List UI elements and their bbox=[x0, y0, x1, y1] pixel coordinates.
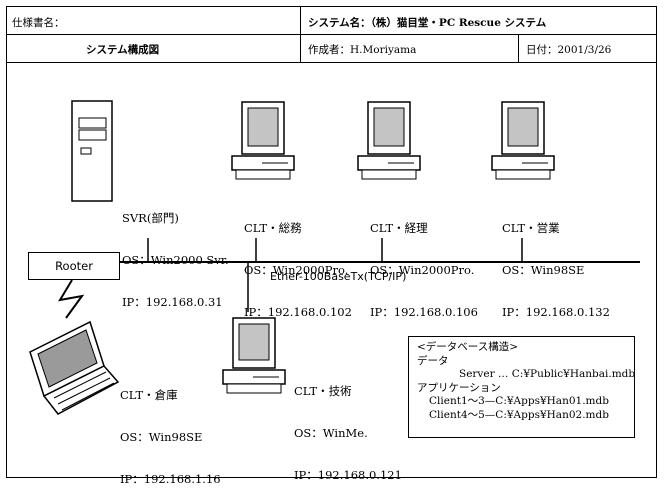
server-tower-icon bbox=[71, 100, 113, 202]
keiri-name: CLT・経理 bbox=[370, 221, 428, 235]
somu-label: CLT・総務 OS：Win2000Pro. IP：192.168.0.102 bbox=[244, 193, 352, 333]
db-data-heading: データ bbox=[417, 354, 449, 367]
eigyo-label: CLT・営業 OS：Win98SE IP：192.168.0.132 bbox=[502, 193, 610, 333]
keiri-label: CLT・経理 OS：Win2000Pro. IP：192.168.0.106 bbox=[370, 193, 478, 333]
database-structure-box: <データベース構造> データ Server … C:¥Public¥Hanbai… bbox=[408, 336, 635, 438]
souko-ip: IP：192.168.1.16 bbox=[120, 472, 221, 486]
backbone-label: Ether-100BaseTx(TCP/IP) bbox=[270, 270, 407, 283]
server-label: SVR(部門) OS：Win2000 Svr. IP：192.168.0.31 bbox=[122, 183, 229, 323]
gijutsu-label: CLT・技術 OS：WinMe. IP：192.168.0.121 bbox=[294, 356, 402, 496]
souko-os: OS：Win98SE bbox=[120, 430, 203, 444]
header-date-divider bbox=[518, 34, 519, 62]
server-ip: IP：192.168.0.31 bbox=[122, 295, 223, 309]
desktop-pc-icon-eigyo bbox=[491, 101, 555, 180]
db-server-path: Server … C:¥Public¥Hanbai.mdb bbox=[459, 368, 636, 380]
author-field: 作成者：H.Moriyama bbox=[308, 44, 417, 56]
laptop-pc-icon-souko bbox=[29, 320, 120, 415]
desktop-pc-icon-somu bbox=[231, 101, 295, 180]
router-box: Rooter bbox=[28, 252, 120, 280]
db-client-1-3: Client1～3—C:¥Apps¥Han01.mdb bbox=[429, 395, 609, 407]
db-title: <データベース構造> bbox=[417, 341, 519, 353]
wireless-link-icon bbox=[58, 279, 85, 319]
spec-name-label: 仕様書名： bbox=[12, 17, 65, 29]
desktop-pc-icon-keiri bbox=[357, 101, 421, 180]
server-os: OS：Win2000 Svr. bbox=[122, 253, 229, 267]
gijutsu-os: OS：WinMe. bbox=[294, 426, 368, 440]
eigyo-os: OS：Win98SE bbox=[502, 263, 585, 277]
gijutsu-ip: IP：192.168.0.121 bbox=[294, 468, 402, 482]
eigyo-name: CLT・営業 bbox=[502, 221, 560, 235]
network-diagram bbox=[29, 100, 640, 415]
somu-ip: IP：192.168.0.102 bbox=[244, 305, 352, 319]
souko-name: CLT・倉庫 bbox=[120, 388, 178, 402]
header-column-divider bbox=[300, 6, 301, 62]
souko-label: CLT・倉庫 OS：Win98SE IP：192.168.1.16 bbox=[120, 360, 221, 500]
keiri-os: OS：Win2000Pro. bbox=[370, 263, 475, 277]
eigyo-ip: IP：192.168.0.132 bbox=[502, 305, 610, 319]
keiri-ip: IP：192.168.0.106 bbox=[370, 305, 478, 319]
server-name: SVR(部門) bbox=[122, 211, 179, 225]
gijutsu-name: CLT・技術 bbox=[294, 384, 352, 398]
spec-name-value: システム構成図 bbox=[86, 44, 160, 56]
spec-sheet-frame bbox=[6, 6, 657, 478]
header-bottom-border bbox=[6, 62, 657, 63]
somu-name: CLT・総務 bbox=[244, 221, 302, 235]
date-field: 日付：2001/3/26 bbox=[526, 44, 612, 56]
header-row-divider bbox=[6, 34, 657, 35]
db-client-4-5: Client4～5—C:¥Apps¥Han02.mdb bbox=[429, 408, 609, 421]
somu-os: OS：Win2000Pro. bbox=[244, 263, 349, 277]
desktop-pc-icon-gijutsu bbox=[222, 317, 286, 394]
db-app-heading: アプリケーション bbox=[417, 381, 501, 394]
system-name: システム名：（株）猫目堂・PC Rescue システム bbox=[308, 17, 547, 29]
